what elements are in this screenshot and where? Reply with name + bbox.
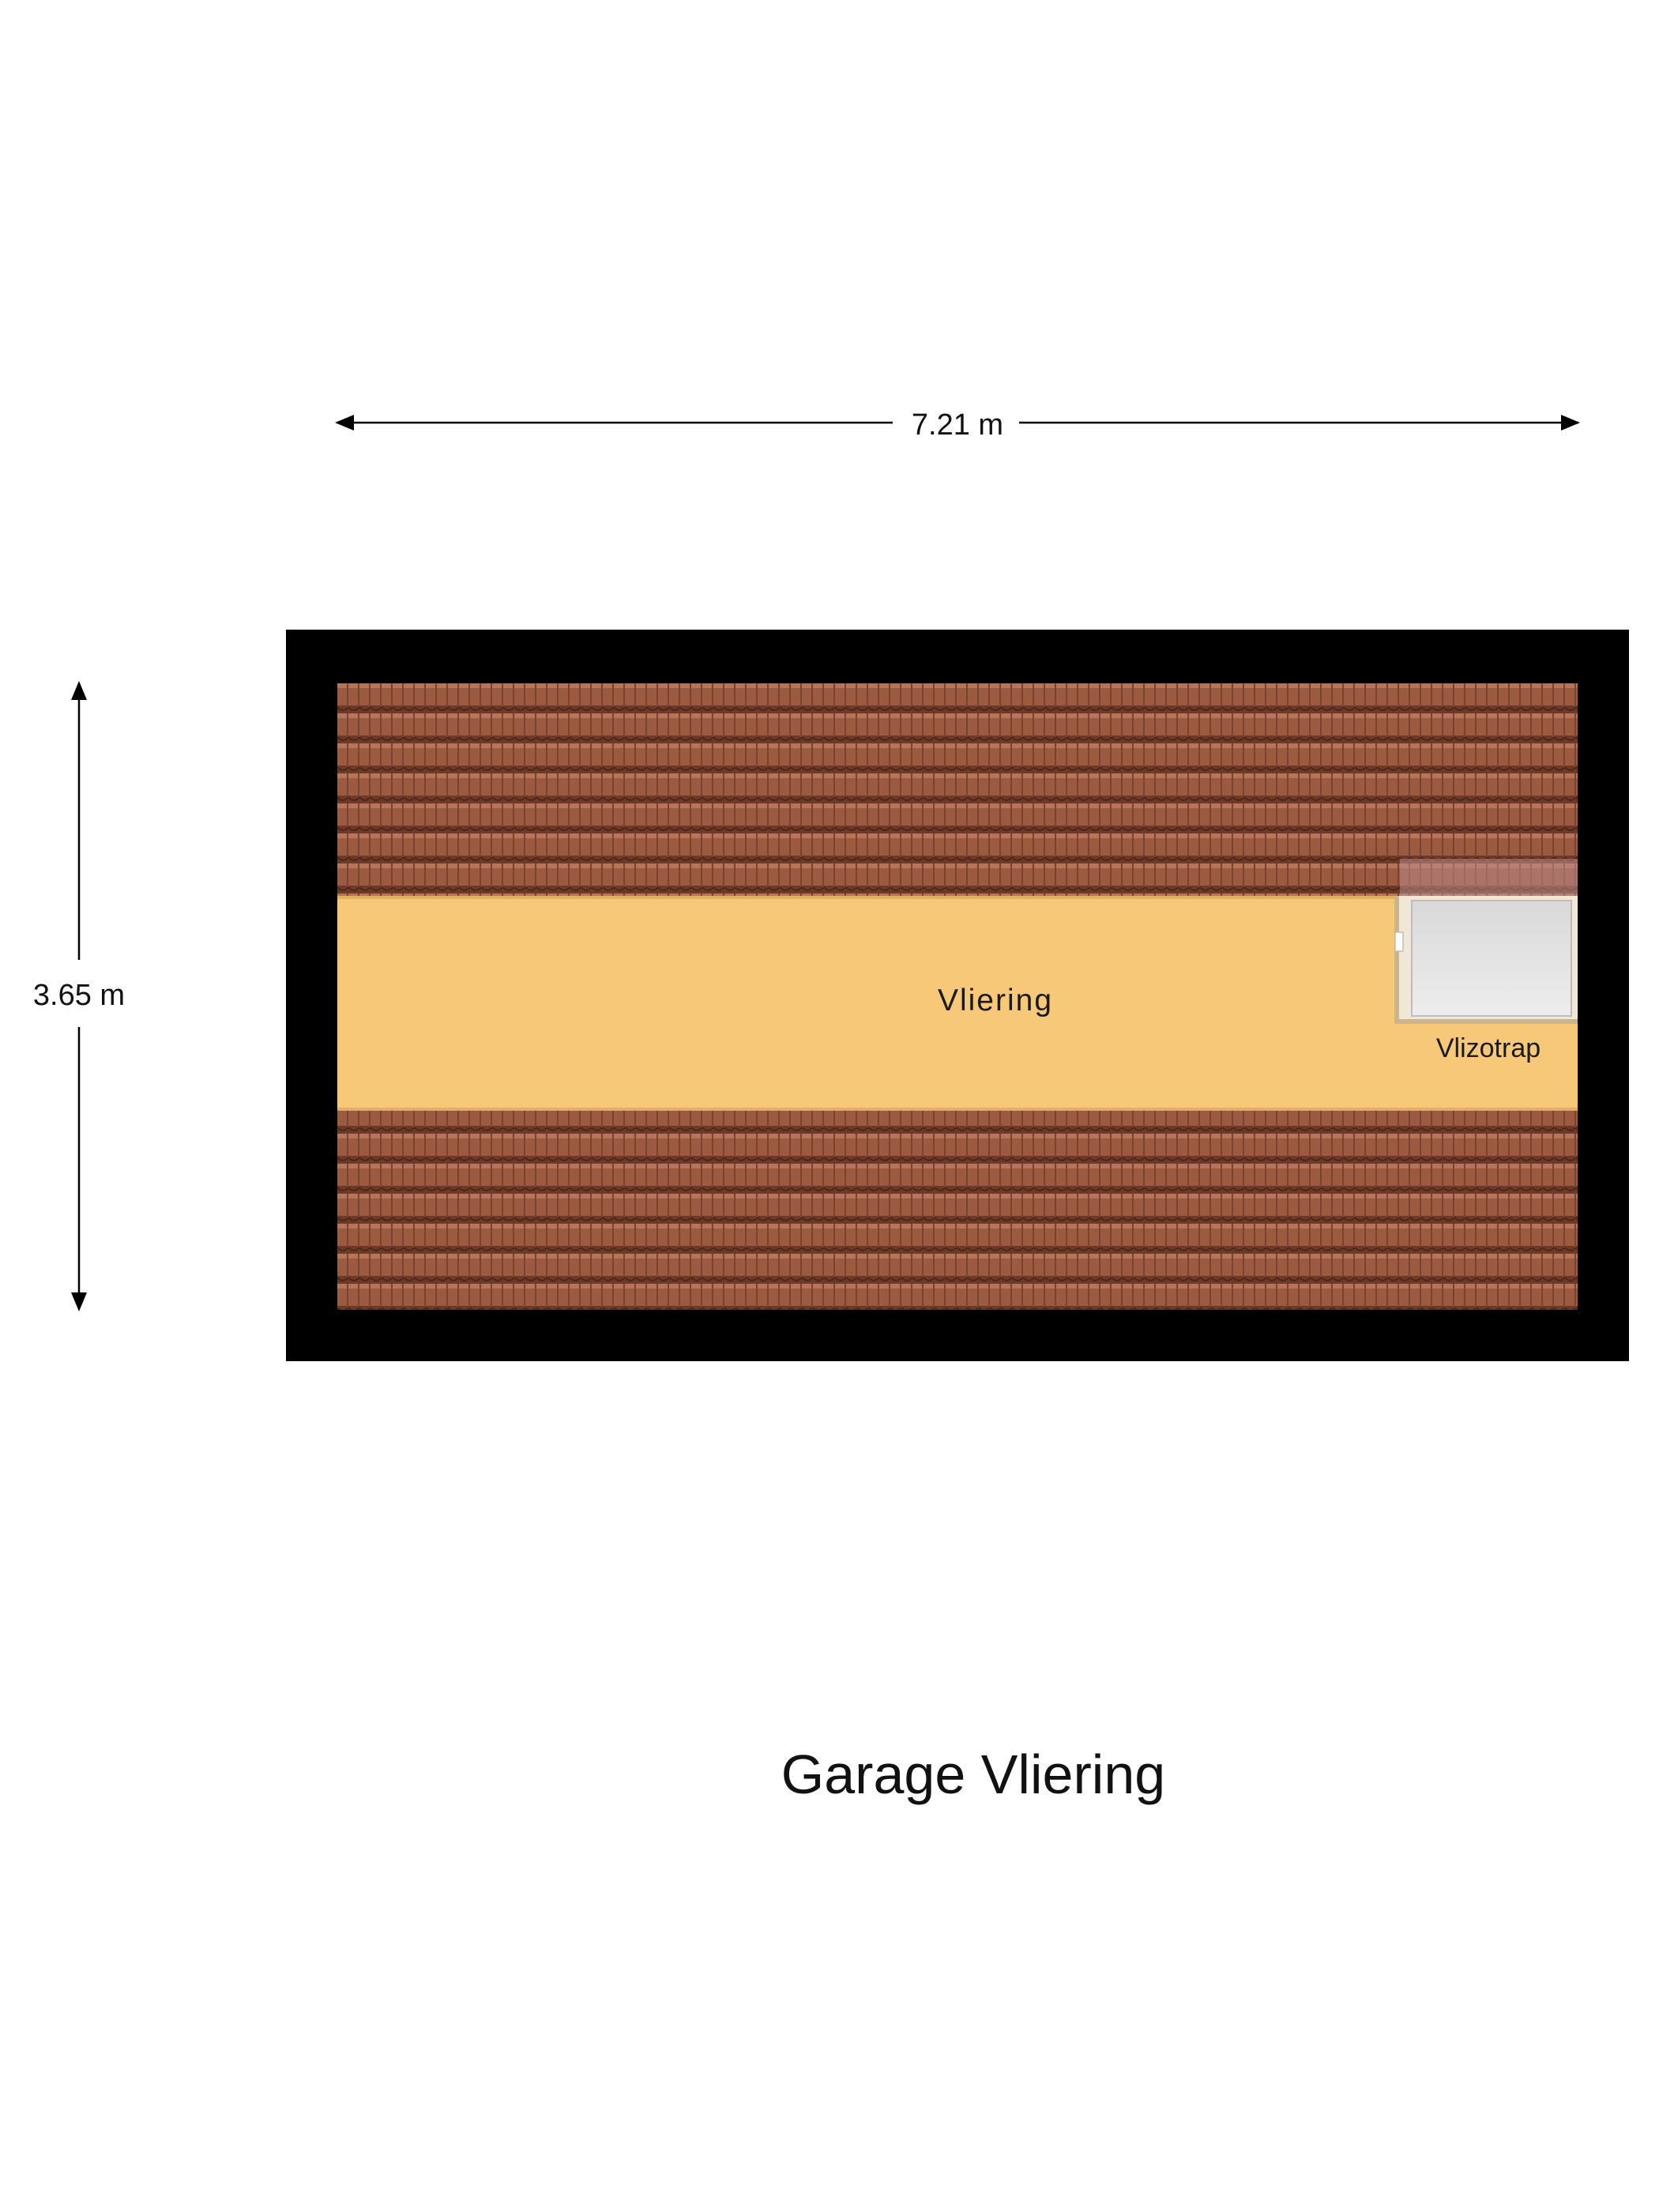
floor-title: Garage Vliering [781, 1744, 1165, 1805]
width-dimension-label: 7.21 m [912, 408, 1003, 442]
hatch-frame-bottom [1394, 1019, 1578, 1024]
loft-hatch [1394, 859, 1578, 1024]
attic-floor-shadow-bottom [337, 1108, 1578, 1111]
attic-floor-shadow-top [337, 896, 1578, 899]
width-dimension: 7.21 m [335, 408, 1580, 442]
attic-room-label: Vliering [938, 984, 1053, 1018]
attic-floor [337, 896, 1578, 1111]
arrow-left-icon [335, 415, 354, 431]
hatch-room-label: Vlizotrap [1436, 1033, 1540, 1063]
arrow-down-icon [71, 1292, 87, 1311]
roof-tiles-top [337, 683, 1578, 897]
hatch-notch [1394, 931, 1404, 952]
arrow-up-icon [71, 681, 87, 700]
depth-dimension-label: 3.65 m [33, 979, 125, 1012]
hatch-frame-edge [1394, 896, 1399, 1024]
depth-dimension: 3.65 m [33, 681, 125, 1311]
hatch-overhang [1400, 859, 1578, 897]
hatch-opening [1411, 900, 1572, 1017]
roof-tiles-bottom [337, 1110, 1578, 1310]
arrow-right-icon [1561, 415, 1580, 431]
